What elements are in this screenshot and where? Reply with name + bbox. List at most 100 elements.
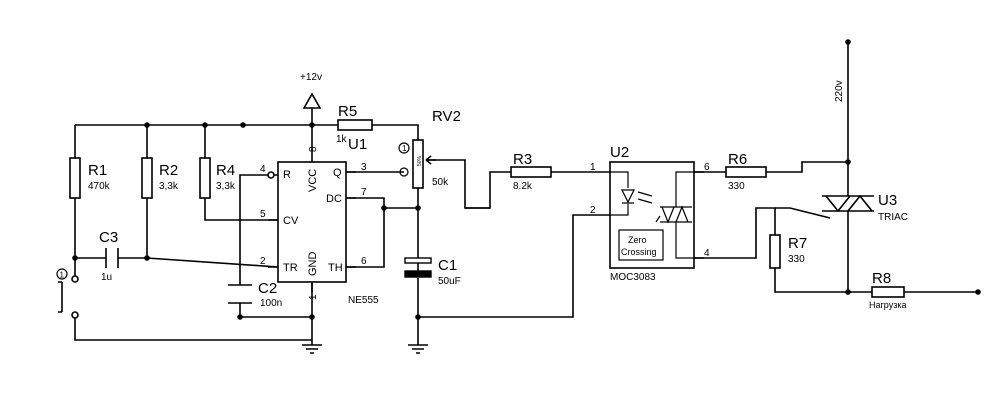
junction-dot bbox=[144, 122, 150, 128]
wiper-arrow-icon bbox=[425, 155, 436, 165]
rv2-marker-icon bbox=[398, 142, 410, 154]
ground-icon bbox=[408, 344, 428, 354]
resistor-r6: R6 330 bbox=[725, 151, 767, 192]
u3-ref: U3 bbox=[878, 192, 897, 209]
resistor-r7: R7 330 bbox=[769, 234, 807, 269]
u2-zero-line1: Zero bbox=[628, 235, 647, 245]
u2-pin-num-6: 6 bbox=[704, 162, 710, 173]
u1-ref: U1 bbox=[348, 136, 367, 153]
junction-dot bbox=[415, 314, 421, 320]
u1-pin-label-q: Q bbox=[333, 167, 342, 179]
r5-ref: R5 bbox=[338, 103, 357, 120]
r7-value: 330 bbox=[788, 254, 805, 265]
u1-pin-label-gnd: GND bbox=[307, 252, 319, 277]
mains-220v-label: 220v bbox=[834, 80, 845, 102]
r1-value: 470k bbox=[88, 181, 111, 192]
junctions bbox=[72, 39, 981, 320]
triac-icon bbox=[822, 185, 874, 222]
u1-pin-label-r: R bbox=[283, 169, 291, 181]
u1-pin-label-cv: CV bbox=[283, 215, 299, 227]
rv2-marker: 1 bbox=[402, 144, 407, 153]
junction-dot bbox=[845, 39, 851, 45]
r3-ref: R3 bbox=[513, 151, 532, 168]
potentiometer-rv2: 50% 1 RV2 50k bbox=[398, 108, 461, 189]
ground-icon bbox=[302, 344, 322, 354]
opto-triac-icon bbox=[655, 194, 692, 232]
capacitor-c2: C2 100n bbox=[228, 280, 282, 309]
optocoupler-u2: 1 2 6 4 Zero Crossing U2 MOC3083 bbox=[590, 144, 710, 283]
ic-u1: R CV TR Q DC TH VCC GND 4 8 3 7 5 2 6 1 … bbox=[260, 136, 379, 306]
switch-marker: 1 bbox=[60, 271, 65, 280]
u1-pin-num-6: 6 bbox=[361, 256, 367, 267]
r6-ref: R6 bbox=[728, 151, 747, 168]
junction-dot bbox=[381, 205, 387, 211]
u1-pin-label-vcc: VCC bbox=[307, 169, 319, 192]
u2-pin-num-2: 2 bbox=[590, 205, 596, 216]
u2-pin-num-1: 1 bbox=[590, 162, 596, 173]
r8-ref: R8 bbox=[872, 270, 891, 287]
junction-dot bbox=[309, 314, 315, 320]
resistor-r5: R5 1k bbox=[336, 103, 373, 145]
capacitor-c1: C1 50uF bbox=[404, 257, 461, 287]
r2-ref: R2 bbox=[159, 162, 178, 179]
u2-ref: U2 bbox=[610, 144, 629, 161]
supply-12v: +12v bbox=[300, 72, 322, 109]
resistor-r3: R3 8.2k bbox=[510, 151, 552, 192]
u1-pin-num-7: 7 bbox=[361, 187, 367, 198]
triac-u3: U3 TRIAC bbox=[822, 185, 908, 223]
rv2-ref: RV2 bbox=[432, 108, 461, 125]
ground-u1 bbox=[302, 344, 322, 354]
u1-pin-label-tr: TR bbox=[283, 262, 298, 274]
u1-pin-num-3: 3 bbox=[361, 162, 367, 173]
u1-pin-label-dc: DC bbox=[326, 193, 342, 205]
junction-dot bbox=[415, 205, 421, 211]
junction-dot bbox=[202, 122, 208, 128]
u1-pin-num-4: 4 bbox=[260, 164, 266, 175]
junction-dot bbox=[845, 159, 851, 165]
rv2-wiper-terminal-icon bbox=[399, 167, 409, 177]
capacitor-c3: C3 1u bbox=[99, 229, 119, 283]
ground-c1 bbox=[408, 344, 428, 354]
resistor-r4: R4 3,3k bbox=[199, 157, 236, 199]
wires bbox=[74, 42, 978, 345]
junction-dot bbox=[72, 255, 78, 261]
c1-ref: C1 bbox=[438, 257, 457, 274]
supply-arrow-icon bbox=[302, 92, 322, 109]
u1-part: NE555 bbox=[348, 295, 379, 306]
junction-dot bbox=[237, 314, 243, 320]
c3-value: 1u bbox=[101, 272, 112, 283]
r2-value: 3,3k bbox=[159, 181, 179, 192]
r4-value: 3,3k bbox=[216, 181, 236, 192]
r6-value: 330 bbox=[728, 181, 745, 192]
r5-value: 1k bbox=[336, 134, 348, 145]
r8-value: Нагрузка bbox=[869, 300, 906, 310]
u2-pin-num-4: 4 bbox=[704, 248, 710, 259]
u1-pin-num-1: 1 bbox=[308, 294, 319, 300]
u1-pin-num-5: 5 bbox=[260, 209, 266, 220]
u1-pin-num-8: 8 bbox=[308, 146, 319, 152]
r7-ref: R7 bbox=[788, 235, 807, 252]
resistor-r1: R1 470k bbox=[69, 157, 111, 199]
switch-marker-icon bbox=[56, 268, 68, 280]
c1-value: 50uF bbox=[438, 276, 461, 287]
r3-value: 8.2k bbox=[513, 181, 533, 192]
led-icon bbox=[621, 189, 635, 204]
light-emission-icon bbox=[637, 191, 653, 204]
rv2-dial: 50% bbox=[417, 155, 423, 166]
c2-ref: C2 bbox=[258, 280, 277, 297]
u3-part: TRIAC bbox=[878, 212, 908, 223]
junction-dot bbox=[144, 255, 150, 261]
junction-dot bbox=[975, 289, 981, 295]
junction-dot bbox=[240, 122, 246, 128]
push-switch: 1 bbox=[56, 268, 79, 319]
junction-dot bbox=[309, 122, 315, 128]
rv2-value: 50k bbox=[432, 177, 449, 188]
resistor-r2: R2 3,3k bbox=[141, 157, 179, 199]
c2-value: 100n bbox=[260, 298, 282, 309]
u1-pin-label-th: TH bbox=[328, 262, 343, 274]
u2-zero-line2: Crossing bbox=[621, 247, 657, 257]
u1-pin-num-2: 2 bbox=[260, 256, 266, 267]
junction-dot bbox=[845, 289, 851, 295]
resistor-r8-load: R8 Нагрузка bbox=[869, 270, 906, 310]
